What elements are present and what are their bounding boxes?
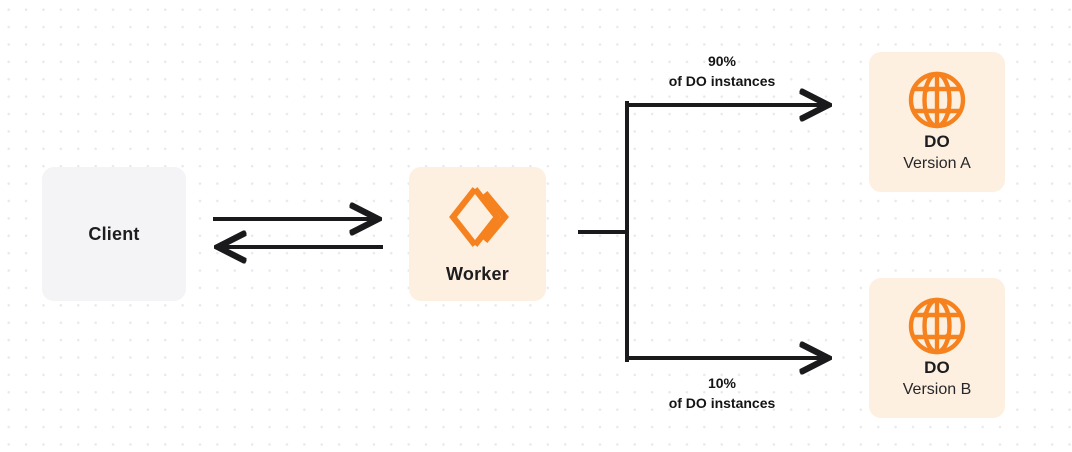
edge-label-do-a-description: of DO instances xyxy=(668,73,776,90)
node-do-version-a[interactable]: DO Version A xyxy=(869,52,1005,192)
edge-label-do-a-percent: 90% xyxy=(707,53,737,69)
node-client-label: Client xyxy=(88,223,140,244)
edge-label-do-b: 10% of DO instances xyxy=(627,373,817,414)
cloudflare-workers-icon xyxy=(447,184,509,250)
node-do-b-subtitle: Version B xyxy=(902,380,972,398)
node-do-a-subtitle: Version A xyxy=(903,154,971,172)
edge-label-do-b-percent: 10% xyxy=(707,375,737,391)
node-do-version-b[interactable]: DO Version B xyxy=(869,278,1005,418)
globe-icon xyxy=(906,69,968,131)
node-do-b-title: DO xyxy=(924,358,950,378)
edge-label-do-b-description: of DO instances xyxy=(668,395,776,412)
node-worker[interactable]: Worker xyxy=(409,167,546,301)
node-worker-label: Worker xyxy=(446,263,509,284)
edge-label-do-a: 90% of DO instances xyxy=(627,51,817,92)
globe-icon xyxy=(906,295,968,357)
node-do-a-title: DO xyxy=(924,132,950,152)
node-client[interactable]: Client xyxy=(42,167,186,301)
